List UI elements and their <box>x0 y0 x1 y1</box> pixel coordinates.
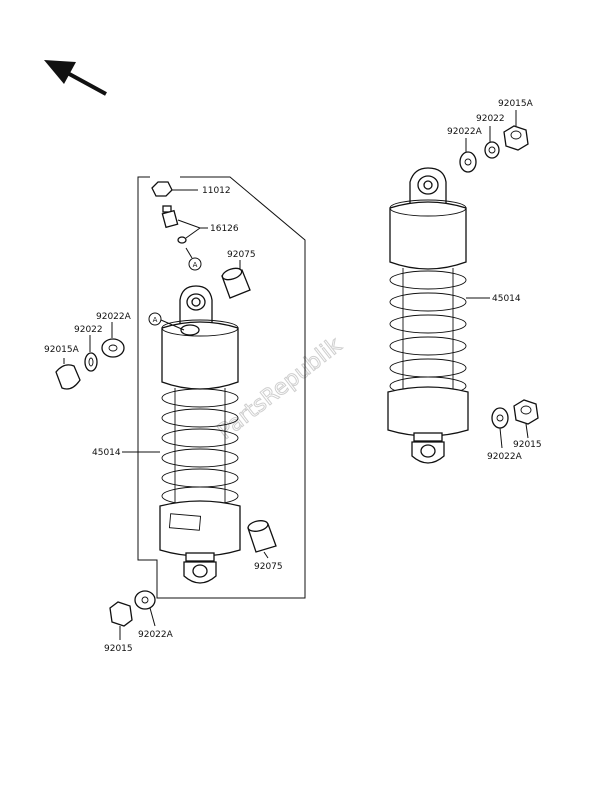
right-washer-a <box>459 138 477 173</box>
callout-marker-top: A <box>188 257 202 271</box>
right-cap-nut-a <box>503 110 529 151</box>
label-cap-bolt: 11012 <box>202 186 231 196</box>
right-washer <box>484 126 500 159</box>
right-lower-washer-a <box>491 407 509 449</box>
right-lower-nut <box>513 399 539 439</box>
label-bottom-nut: 92015 <box>104 644 133 654</box>
label-right-washer: 92022 <box>476 114 505 124</box>
label-right-cap-a: 92015A <box>498 99 534 109</box>
valve <box>161 205 208 259</box>
label-shock-right: 45014 <box>492 294 521 304</box>
bushing-upper <box>221 260 251 299</box>
label-left-washer: 92022 <box>74 325 103 335</box>
cap-bolt <box>151 181 198 197</box>
label-shock-left: 45014 <box>92 448 121 458</box>
label-left-washer-a: 92022A <box>96 312 132 322</box>
label-bottom-washer-a: 92022A <box>138 630 174 640</box>
label-bushing-lower: 92075 <box>254 562 283 572</box>
label-right-lower-nut: 92015 <box>513 440 542 450</box>
label-left-cap-a: 92015A <box>44 345 80 355</box>
label-valve: 16126 <box>210 224 239 234</box>
direction-arrow-icon <box>44 60 107 96</box>
label-right-washer-a: 92022A <box>447 127 483 137</box>
bottom-nut <box>109 601 133 640</box>
shock-absorber-left <box>159 285 241 584</box>
bottom-washer-a <box>134 590 156 627</box>
label-right-lower-washer-a: 92022A <box>487 452 523 462</box>
left-washer-a <box>101 322 125 358</box>
shock-absorber-right <box>387 167 469 464</box>
label-bushing-upper: 92075 <box>227 250 256 260</box>
left-cap-nut <box>55 358 81 390</box>
assembly-frame <box>137 176 306 599</box>
left-washer <box>84 335 98 372</box>
bushing-lower <box>247 520 277 559</box>
callout-marker-shock: A <box>148 312 185 331</box>
svg-text:A: A <box>153 316 158 324</box>
svg-text:A: A <box>193 261 198 269</box>
